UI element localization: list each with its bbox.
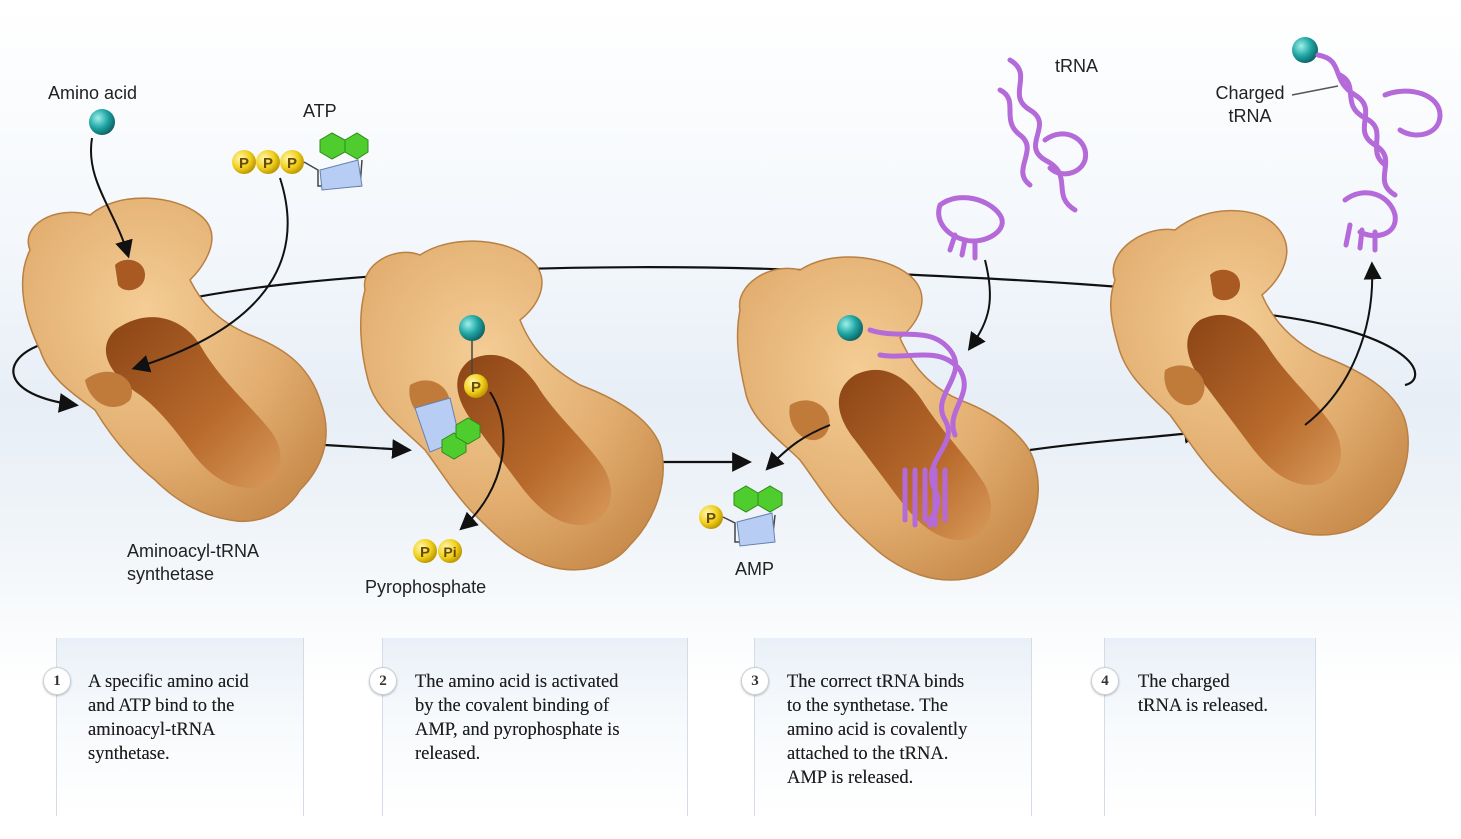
arrow-trna-in (967, 259, 991, 351)
atp-label: ATP (303, 101, 337, 121)
synthetase-enzyme-2 (359, 240, 664, 571)
trna-bound (867, 327, 967, 528)
amino-acid-ball-2 (459, 315, 485, 341)
synthetase-label: Aminoacyl-tRNA synthetase (127, 541, 260, 584)
trna-label: tRNA (1055, 56, 1099, 76)
cycle-arrow-left (12, 343, 79, 413)
pyrophosphate-label: Pyrophosphate (365, 577, 487, 597)
amino-acid-ball-4 (1292, 37, 1318, 63)
amino-acid-ball-3 (837, 315, 863, 341)
atp-p2-text: P (263, 155, 273, 172)
charged-trna-label: Charged tRNA (1215, 83, 1285, 126)
step-4-panel (1104, 638, 1316, 816)
atp-p1-text: P (239, 155, 249, 172)
pyrophosphate-molecule: P Pi (413, 539, 462, 563)
step-2-number: 2 (369, 667, 397, 695)
step-2-text: The amino acid is activated by the coval… (415, 672, 620, 764)
phosphate-2-text: P (471, 379, 481, 396)
cycle-arrow-right (1244, 310, 1417, 387)
arrow-pyrophosphate (459, 391, 505, 531)
step-3-panel (754, 638, 1032, 816)
step-4-text: The charged tRNA is released. (1138, 672, 1268, 716)
arrow-charged-trna-out (1304, 261, 1382, 426)
cycle-path-top (159, 266, 1251, 307)
charged-trna-leader (1291, 85, 1339, 96)
atp-molecule: P P P (232, 132, 369, 191)
step-3-text: The correct tRNA binds to the synthetase… (787, 672, 968, 788)
ppi-p-text: P (420, 544, 430, 561)
arrow-atp (131, 177, 289, 373)
arrow-amino-acid (89, 137, 133, 259)
step-1-number: 1 (43, 667, 71, 695)
step-4-number: 4 (1091, 667, 1119, 695)
trna-free (936, 57, 1089, 261)
amino-acid-ball-1 (89, 109, 115, 135)
amp-p-text: P (706, 510, 716, 527)
synthetase-enzyme-1 (21, 197, 327, 522)
amp-label: AMP (735, 559, 775, 579)
synthetase-enzyme-4 (1109, 209, 1409, 536)
trna-charged (1315, 52, 1443, 253)
step-1-text: A specific amino acid and ATP bind to th… (88, 672, 249, 764)
atp-p3-text: P (287, 155, 297, 172)
step-2-panel (382, 638, 688, 816)
arrow-3-to-4 (1029, 424, 1204, 452)
arrow-amp-out (765, 424, 831, 471)
step-1-panel (56, 638, 304, 816)
synthetase-enzyme-3 (736, 256, 1039, 581)
amino-acid-label: Amino acid (48, 83, 138, 103)
arrow-1-to-2 (324, 439, 412, 459)
phosphate-ball-2 (464, 374, 488, 398)
step-3-number: 3 (741, 667, 769, 695)
amp-molecule: P (699, 485, 783, 547)
ppi-pi-text: Pi (443, 544, 456, 560)
